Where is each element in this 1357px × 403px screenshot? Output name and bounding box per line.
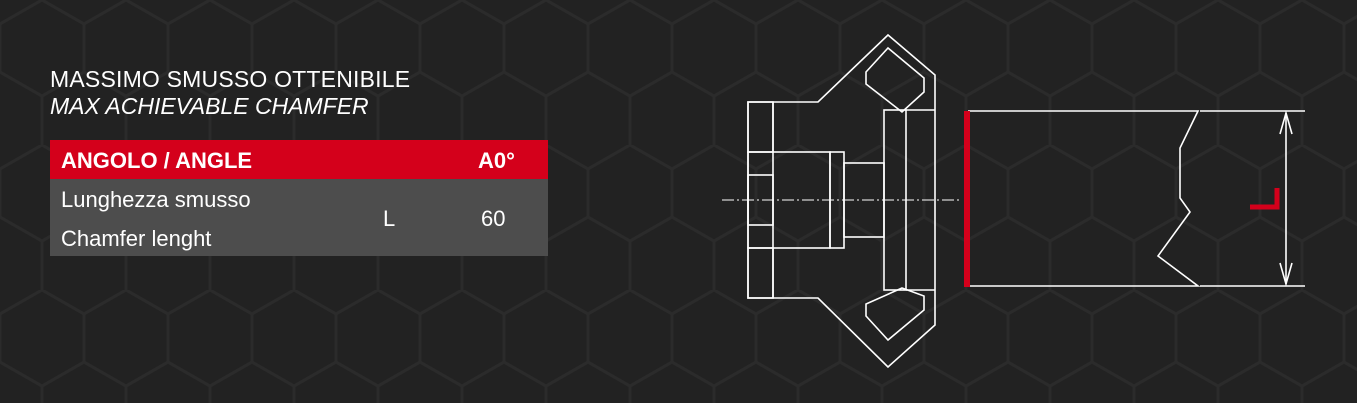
- table-row: Lunghezza smusso Chamfer lenght L 60: [50, 179, 548, 256]
- workpiece-outline: [968, 110, 1201, 287]
- chamfer-highlight: [964, 111, 970, 287]
- chamfer-length-value: 60: [481, 206, 506, 231]
- dimension-arrow-top: [1279, 110, 1293, 135]
- insert-top: [865, 46, 925, 114]
- dimension-symbol-l: [1250, 188, 1280, 210]
- angle-header-value: A0°: [478, 148, 515, 173]
- insert-bottom: [865, 287, 925, 342]
- title-block: MASSIMO SMUSSO OTTENIBILE MAX ACHIEVABLE…: [50, 66, 410, 120]
- chamfer-spec-table: ANGOLO / ANGLE A0° Lunghezza smusso Cham…: [50, 140, 548, 256]
- table-header-row: ANGOLO / ANGLE A0°: [50, 140, 548, 179]
- tool-flange-left: [747, 101, 774, 153]
- tool-flange-left-lower: [747, 247, 774, 299]
- chamfer-length-symbol: L: [383, 206, 396, 231]
- angle-header-label: ANGOLO / ANGLE: [61, 148, 253, 173]
- dimension-arrow-bottom: [1279, 262, 1293, 287]
- tool-disc-face: [906, 109, 935, 291]
- chamfer-length-label-en: Chamfer lenght: [61, 226, 212, 251]
- chamfer-length-label-it: Lunghezza smusso: [61, 187, 251, 212]
- tool-body-outline: [747, 33, 936, 369]
- title-english: MAX ACHIEVABLE CHAMFER: [50, 93, 369, 119]
- title-italian: MASSIMO SMUSSO OTTENIBILE: [50, 66, 411, 92]
